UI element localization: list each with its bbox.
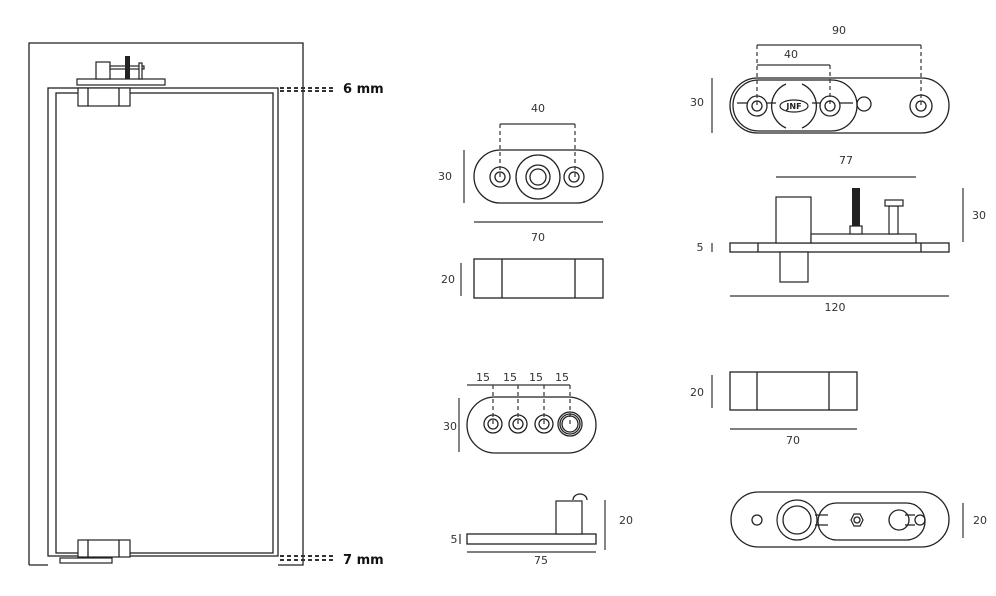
large-pivot-side-view: 77 30 5 120 bbox=[697, 154, 987, 314]
dimension-label: 15 bbox=[555, 371, 569, 384]
top-pivot bbox=[76, 56, 166, 107]
dimension-label: 75 bbox=[534, 554, 548, 567]
door-leaf bbox=[47, 87, 279, 557]
bottom-gap-label: 7 mm bbox=[343, 553, 384, 568]
large-pivot-top-view: JNF 90 40 30 bbox=[690, 24, 950, 134]
small-pivot-top-view: 40 30 70 bbox=[438, 102, 604, 244]
small-pivot-side-view: 20 5 75 bbox=[451, 493, 633, 567]
dimension-label: 30 bbox=[972, 209, 986, 222]
dimension-label: 30 bbox=[690, 96, 704, 109]
dimension-label: 30 bbox=[443, 420, 457, 433]
dimension-label: 77 bbox=[839, 154, 853, 167]
dimension-label: 5 bbox=[451, 533, 458, 546]
dimension-label: 15 bbox=[503, 371, 517, 384]
dimension-label: 120 bbox=[825, 301, 846, 314]
dimension-label: 15 bbox=[476, 371, 490, 384]
door-elevation: 6 mm 7 mm bbox=[28, 42, 384, 568]
top-gap-label: 6 mm bbox=[343, 82, 384, 97]
dimension-label: 30 bbox=[438, 170, 452, 183]
dimension-label: 40 bbox=[784, 48, 798, 61]
dimension-label: 20 bbox=[441, 273, 455, 286]
dimension-label: 15 bbox=[529, 371, 543, 384]
four-hole-plate: 15 15 15 15 30 bbox=[443, 371, 597, 454]
large-pivot-block: 20 70 bbox=[690, 371, 858, 447]
large-pivot-bottom-plate: 20 bbox=[730, 491, 987, 548]
dimension-label: 40 bbox=[531, 102, 545, 115]
dimension-label: 20 bbox=[619, 514, 633, 527]
dimension-label: 70 bbox=[786, 434, 800, 447]
door-frame bbox=[28, 42, 304, 566]
bottom-pivot bbox=[59, 539, 131, 564]
dimension-label: 20 bbox=[690, 386, 704, 399]
dimension-label: 20 bbox=[973, 514, 987, 527]
logo: JNF bbox=[785, 102, 801, 111]
small-pivot-block: 20 bbox=[441, 258, 604, 299]
dimension-label: 90 bbox=[832, 24, 846, 37]
dimension-label: 70 bbox=[531, 231, 545, 244]
dimension-label: 5 bbox=[697, 241, 704, 254]
